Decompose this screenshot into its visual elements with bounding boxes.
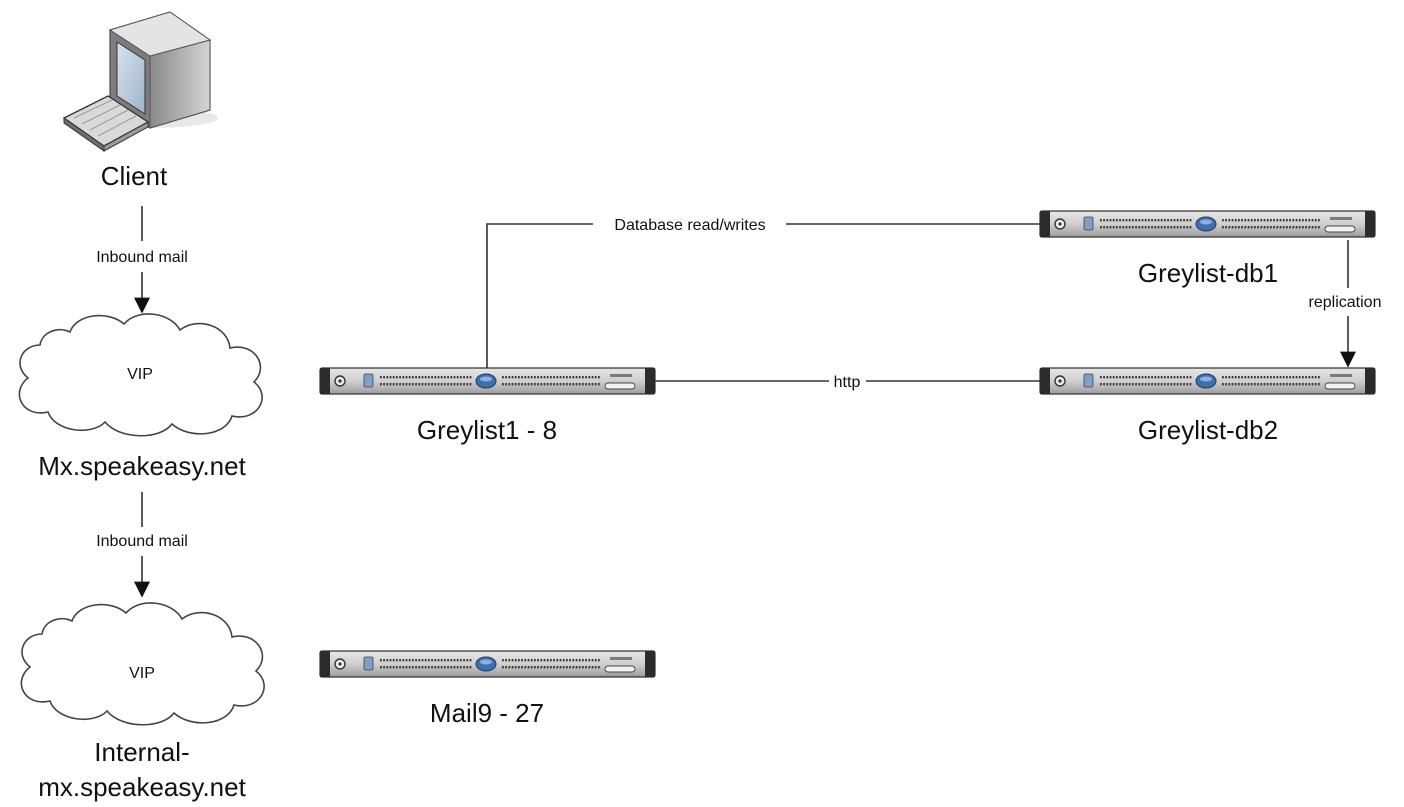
client-node: Client (64, 12, 218, 191)
edge-greylist-to-db2: http (655, 374, 1040, 391)
edge-label-replication: replication (1309, 294, 1382, 311)
edge-db1-to-db2: replication (1309, 240, 1382, 366)
server-icon (1040, 368, 1375, 394)
greylist-server-node: Greylist1 - 8 (320, 368, 655, 445)
cloud-icon (21, 603, 264, 725)
mail-server-node: Mail9 - 27 (320, 651, 655, 728)
vip-label: VIP (129, 665, 155, 682)
mx-label: Mx.speakeasy.net (38, 451, 246, 481)
edge-mx-to-internal: Inbound mail (96, 492, 188, 596)
edge-client-to-mx: Inbound mail (96, 206, 188, 312)
internal-mx-label-line1: Internal- (94, 737, 189, 767)
client-label: Client (101, 161, 168, 191)
computer-icon (64, 12, 218, 151)
edge-greylist-to-db1: Database read/writes (487, 217, 1040, 368)
server-icon (320, 651, 655, 677)
server-icon (320, 368, 655, 394)
db2-server-node: Greylist-db2 (1040, 368, 1375, 445)
db1-server-node: Greylist-db1 (1040, 211, 1375, 288)
edge-label-database-read-writes: Database read/writes (614, 217, 765, 234)
edge-label-inbound-mail-1: Inbound mail (96, 249, 188, 266)
db1-label: Greylist-db1 (1138, 258, 1278, 288)
mx-vip-node: VIP Mx.speakeasy.net (19, 314, 262, 481)
edge-label-http: http (834, 374, 861, 391)
db2-label: Greylist-db2 (1138, 415, 1278, 445)
vip-label: VIP (127, 366, 153, 383)
greylist-label: Greylist1 - 8 (417, 415, 557, 445)
internal-vip-node: VIP Internal- mx.speakeasy.net (21, 603, 264, 802)
edge-label-inbound-mail-2: Inbound mail (96, 533, 188, 550)
server-icon (1040, 211, 1375, 237)
mail-label: Mail9 - 27 (430, 698, 544, 728)
internal-mx-label-line2: mx.speakeasy.net (38, 772, 246, 802)
